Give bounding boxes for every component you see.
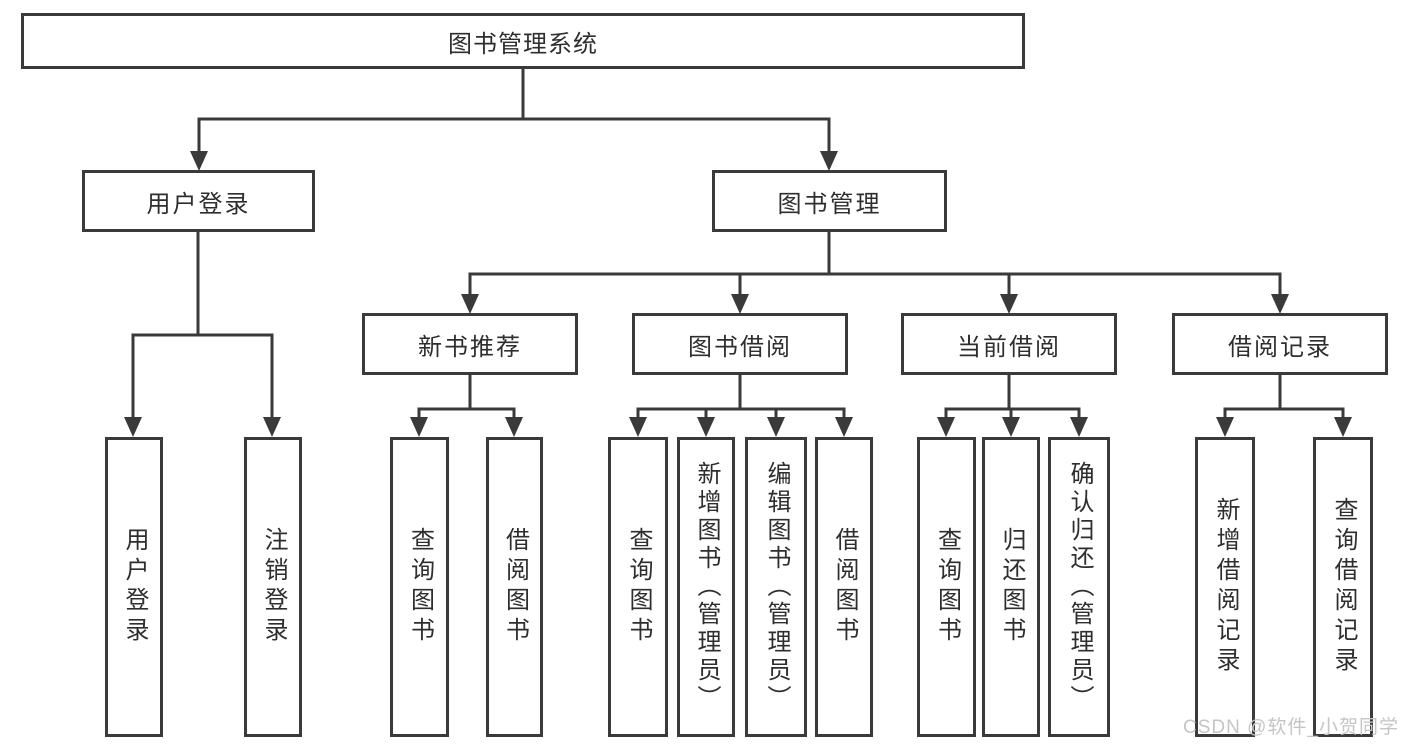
arrow-down-icon xyxy=(505,417,523,437)
arrow-down-icon xyxy=(820,151,838,171)
leaf-confirm-return-admin: 确认归还（管理员） xyxy=(1048,437,1110,737)
arrow-down-icon xyxy=(1334,417,1352,437)
arrow-down-icon xyxy=(1271,294,1289,314)
arrow-down-icon xyxy=(263,417,281,437)
arrow-down-icon xyxy=(835,417,853,437)
leaf-query-books-borrow: 查询图书 xyxy=(608,437,668,737)
arrow-down-icon xyxy=(697,417,715,437)
arrow-down-icon xyxy=(1216,417,1234,437)
node-user-login: 用户登录 xyxy=(82,170,315,232)
arrow-down-icon xyxy=(1002,417,1020,437)
leaf-borrow-books-recommend: 借阅图书 xyxy=(486,437,543,737)
arrow-down-icon xyxy=(767,417,785,437)
leaf-query-borrow-record: 查询借阅记录 xyxy=(1313,437,1373,737)
leaf-edit-books-admin: 编辑图书（管理员） xyxy=(745,437,807,737)
arrow-down-icon xyxy=(124,417,142,437)
arrow-down-icon xyxy=(461,294,479,314)
node-book-borrowing: 图书借阅 xyxy=(632,313,848,375)
leaf-query-books-recommend: 查询图书 xyxy=(390,437,449,737)
node-new-book-recommend: 新书推荐 xyxy=(362,313,578,375)
leaf-user-login: 用户登录 xyxy=(105,437,163,737)
arrow-down-icon xyxy=(1000,294,1018,314)
arrow-down-icon xyxy=(1070,417,1088,437)
leaf-borrow-books: 借阅图书 xyxy=(815,437,873,737)
arrow-down-icon xyxy=(937,417,955,437)
leaf-return-books: 归还图书 xyxy=(982,437,1040,737)
csdn-watermark: CSDN @软件_小贺同学 xyxy=(1183,717,1399,738)
leaf-logout: 注销登录 xyxy=(244,437,302,737)
leaf-query-books-current: 查询图书 xyxy=(917,437,976,737)
arrow-down-icon xyxy=(731,294,749,314)
arrow-down-icon xyxy=(410,417,428,437)
leaf-add-books-admin: 新增图书（管理员） xyxy=(677,437,735,737)
leaf-add-borrow-record: 新增借阅记录 xyxy=(1195,437,1255,737)
arrow-down-icon xyxy=(190,151,208,171)
node-current-borrowing: 当前借阅 xyxy=(901,313,1117,375)
node-book-management: 图书管理 xyxy=(712,170,947,232)
arrow-down-icon xyxy=(629,417,647,437)
node-borrowing-records: 借阅记录 xyxy=(1172,313,1388,375)
root-node-library-management-system: 图书管理系统 xyxy=(21,13,1025,69)
